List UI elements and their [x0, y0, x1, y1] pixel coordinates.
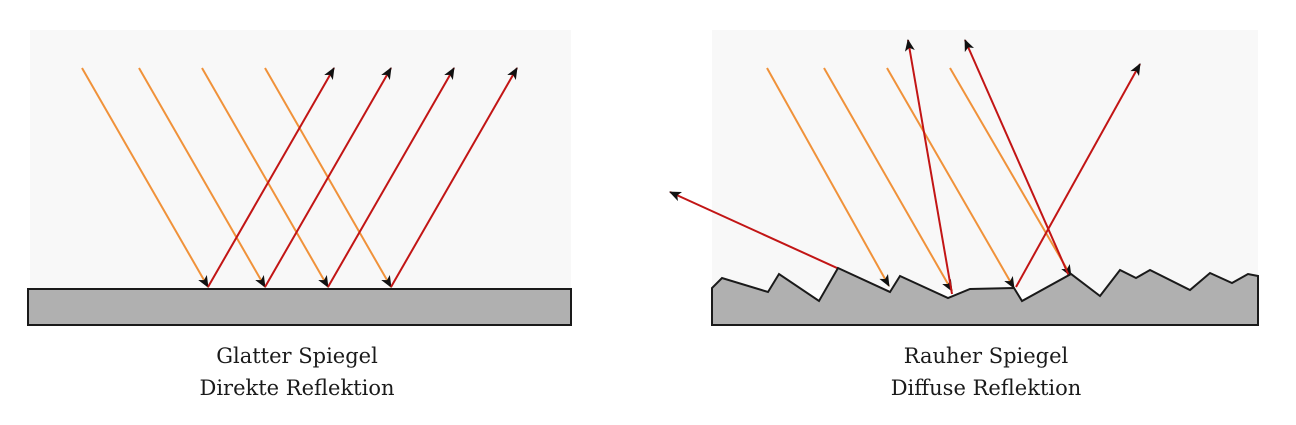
- rough-mirror-subtitle: Diffuse Reflektion: [890, 376, 1082, 400]
- smooth-mirror-panel: [27, 30, 572, 326]
- rough-reflected-ray: [1015, 63, 1141, 288]
- rough-mirror-caption: Rauher Spiegel Diffuse Reflektion: [786, 340, 1186, 404]
- rough-reflected-ray: [904, 39, 953, 295]
- rough-panel-background: [712, 30, 1258, 290]
- smooth-incident-ray: [81, 67, 209, 288]
- smooth-reflected-ray: [207, 67, 335, 288]
- rough-incident-ray: [886, 67, 1015, 289]
- smooth-reflected-ray: [327, 67, 455, 288]
- rough-incident-ray: [766, 67, 890, 287]
- smooth-mirror-subtitle: Direkte Reflektion: [199, 376, 395, 400]
- smooth-reflected-ray: [264, 67, 392, 288]
- rough-mirror-surface: [711, 266, 1259, 326]
- smooth-incident-ray: [201, 67, 329, 288]
- smooth-mirror-caption: Glatter Spiegel Direkte Reflektion: [97, 340, 497, 404]
- rough-mirror-panel: [669, 30, 1259, 326]
- rough-incident-ray: [823, 67, 953, 292]
- rough-mirror-title: Rauher Spiegel: [903, 344, 1069, 368]
- smooth-reflected-ray: [390, 67, 518, 288]
- smooth-mirror-title: Glatter Spiegel: [216, 344, 378, 368]
- smooth-mirror-surface: [27, 288, 572, 326]
- smooth-panel-background: [30, 30, 571, 290]
- rough-reflected-ray: [964, 39, 1070, 277]
- smooth-reflected-rays: [207, 67, 518, 288]
- rough-incident-ray: [949, 67, 1072, 277]
- rough-reflected-rays: [669, 39, 1141, 295]
- rough-incident-rays: [766, 67, 1072, 292]
- smooth-incident-ray: [138, 67, 266, 288]
